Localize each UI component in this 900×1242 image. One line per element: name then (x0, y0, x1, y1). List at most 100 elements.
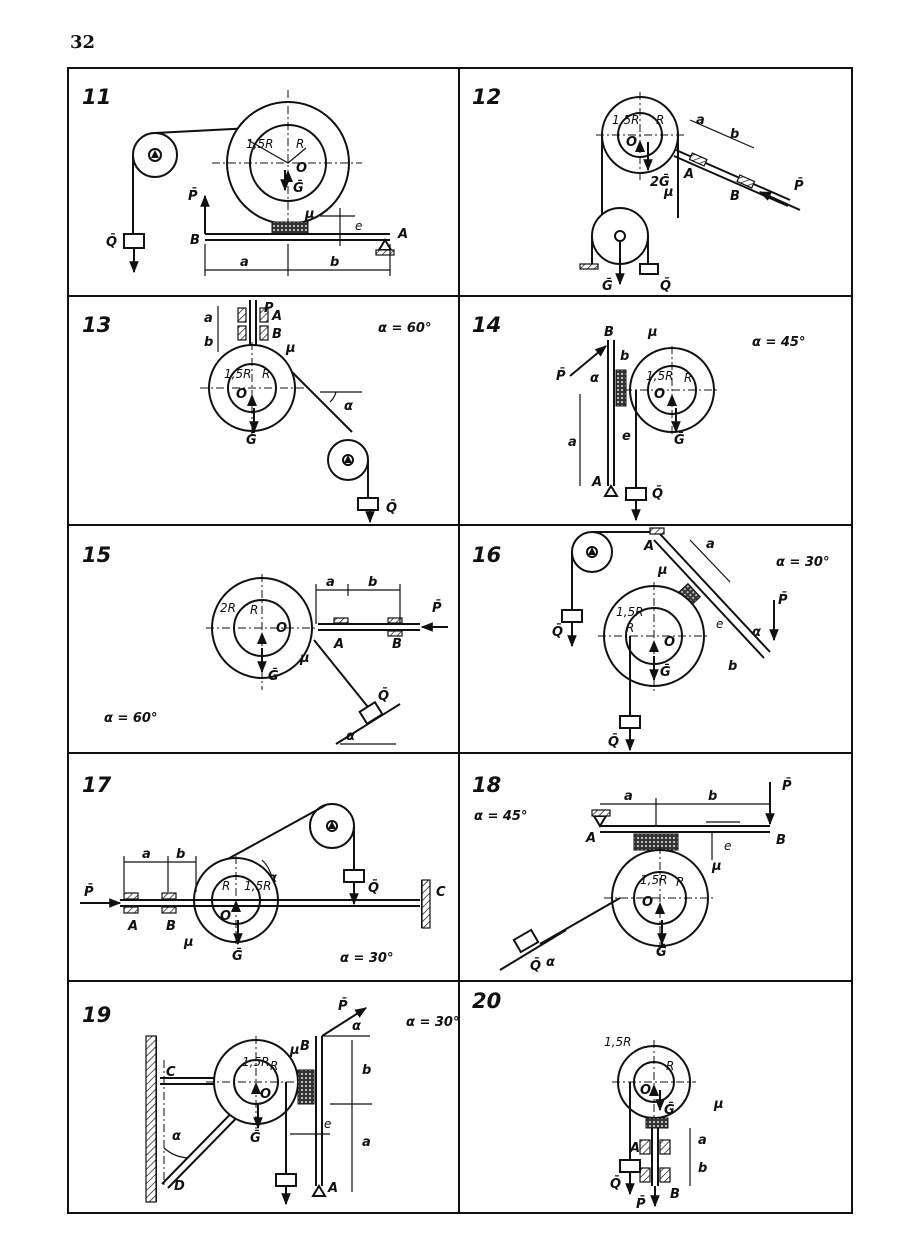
label-mu: μ (711, 859, 722, 874)
label-B: B (392, 637, 402, 652)
label-Q: Q̄ (652, 486, 663, 502)
label-mu: μ (183, 935, 194, 950)
label-G: Ḡ (293, 181, 304, 196)
label-alpha: α (344, 399, 353, 414)
panel-12: 12 1,5R R O 2Ḡ A B μ P̄ a b Ḡ (472, 85, 804, 294)
label-e: e (622, 429, 631, 444)
label-e: e (355, 219, 362, 233)
panel-number: 11 (82, 85, 111, 109)
label-G: Ḡ (250, 1131, 261, 1146)
label-ratio: 1,5R (612, 113, 639, 127)
label-B: B (670, 1187, 680, 1202)
panel-18: 18 α = 45° A B P̄ a b e 1,5R R O μ Ḡ Q (472, 773, 792, 974)
label-B: B (190, 233, 200, 248)
panel-20: 20 1,5R R O Ḡ μ A B P̄ a b Q̄ (472, 989, 724, 1212)
label-P: P̄ (782, 778, 792, 794)
label-a: a (568, 435, 577, 450)
label-a: a (362, 1135, 371, 1150)
label-b: b (204, 335, 213, 350)
label-a: a (204, 311, 213, 326)
label-B: B (604, 325, 614, 340)
label-Q2: Q̄ (608, 734, 619, 750)
label-A: A (629, 1141, 640, 1156)
label-mu: μ (647, 325, 658, 340)
label-R: R (250, 603, 258, 617)
label-R: R (262, 367, 270, 381)
label-P: P̄ (556, 368, 566, 384)
label-O: O (260, 1087, 271, 1102)
label-R: R (626, 621, 634, 635)
label-P: P̄ (636, 1196, 646, 1212)
label-G: Ḡ (660, 665, 671, 680)
label-Q: Q̄ (660, 278, 671, 294)
alpha-value: α = 30° (406, 1015, 459, 1030)
label-mu: μ (713, 1097, 724, 1112)
label-A: A (683, 167, 694, 182)
label-P: P (264, 301, 274, 316)
label-alpha: α (546, 955, 555, 970)
label-G: Ḡ (656, 945, 667, 960)
label-a: a (142, 847, 151, 862)
label-b: b (362, 1063, 371, 1078)
label-A: A (397, 227, 408, 242)
panel-number: 15 (82, 543, 111, 567)
label-b: b (368, 575, 377, 590)
label-O: O (626, 135, 637, 150)
label-C: C (436, 885, 446, 900)
label-R: R (684, 371, 692, 385)
label-G: Ḡ (268, 669, 279, 684)
label-R: R (296, 137, 304, 151)
label-Q: Q̄ (106, 234, 117, 250)
alpha-value: α = 30° (776, 555, 829, 570)
label-O: O (664, 635, 675, 650)
label-P: P̄ (432, 600, 442, 616)
panel-15: 15 α = 60° 2R R O Ḡ A B P̄ a b μ α Q̄ (82, 543, 448, 745)
panel-number: 19 (82, 1003, 111, 1027)
panel-11: 11 Q̄ 1,5R R O Ḡ μ P̄ B A (82, 85, 408, 276)
label-alpha: α (352, 1019, 361, 1034)
label-A: A (327, 1181, 338, 1196)
label-b: b (176, 847, 185, 862)
label-b: b (728, 659, 737, 674)
label-alpha: α (346, 729, 355, 744)
label-O: O (654, 387, 665, 402)
label-ratio: 1,5R (242, 1055, 269, 1069)
label-G: Ḡ (246, 433, 257, 448)
panel-number: 12 (472, 85, 501, 109)
label-P: P̄ (84, 884, 94, 900)
label-A: A (643, 539, 654, 554)
label-B: B (272, 327, 282, 342)
label-mu: μ (285, 341, 296, 356)
label-ratio: 1,5R (246, 137, 273, 151)
alpha-value: α = 45° (752, 335, 805, 350)
label-ratio: 1,5R (244, 879, 271, 893)
panel-17: 17 α = 30° Q̄ α R 1,5R O Ḡ A B P̄ (80, 773, 446, 966)
label-alpha2: α (172, 1129, 181, 1144)
panel-16: 16 α = 30° Q̄ A μ P̄ α a b e 1,5R R O Ḡ (472, 527, 829, 752)
label-mu: μ (304, 207, 315, 222)
label-A: A (271, 309, 282, 324)
label-B: B (166, 919, 176, 934)
label-R: R (666, 1059, 674, 1073)
label-R: R (676, 875, 684, 889)
alpha-value: α = 60° (378, 321, 431, 336)
label-Q: Q̄ (610, 1176, 621, 1192)
label-a: a (240, 255, 249, 270)
label-e: e (724, 839, 731, 853)
label-a: a (624, 789, 633, 804)
label-P: P̄ (338, 998, 348, 1014)
alpha-value: α = 45° (474, 809, 527, 824)
label-b: b (330, 255, 339, 270)
label-e: e (716, 617, 723, 631)
label-a: a (326, 575, 335, 590)
label-R: R (222, 879, 230, 893)
label-O: O (640, 1083, 651, 1098)
label-R: R (270, 1059, 278, 1073)
label-O: O (220, 909, 231, 924)
label-A: A (333, 637, 344, 652)
label-alpha: α (590, 371, 599, 386)
label-O: O (296, 161, 307, 176)
label-mu: μ (663, 185, 674, 200)
panel-number: 17 (82, 773, 112, 797)
label-Q: Q̄ (368, 880, 379, 896)
